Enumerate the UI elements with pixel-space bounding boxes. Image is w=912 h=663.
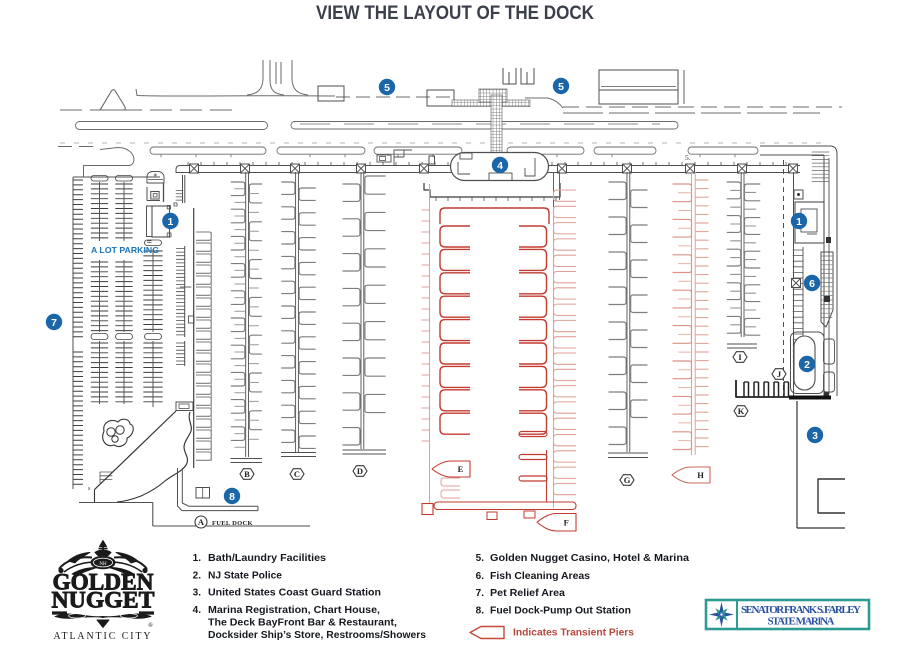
svg-text:SENATOR FRANK S. FARLEY: SENATOR FRANK S. FARLEY	[741, 604, 861, 616]
svg-text:C: C	[294, 469, 300, 479]
svg-text:5: 5	[558, 81, 564, 93]
svg-text:3: 3	[812, 430, 818, 442]
svg-text:8: 8	[229, 491, 235, 503]
svg-text:Bath/Laundry Facilities: Bath/Laundry Facilities	[208, 553, 326, 564]
svg-text:Pet Relief Area: Pet Relief Area	[490, 588, 565, 599]
svg-text:1: 1	[167, 216, 173, 228]
svg-text:Fuel Dock-Pump Out Station: Fuel Dock-Pump Out Station	[490, 606, 631, 617]
svg-text:NUGGET: NUGGET	[52, 588, 155, 613]
svg-text:NJ State Police: NJ State Police	[208, 571, 282, 582]
svg-text:7: 7	[51, 317, 57, 329]
svg-text:NH: NH	[99, 562, 107, 567]
svg-text:I: I	[738, 352, 742, 362]
svg-text:8.: 8.	[476, 606, 485, 617]
svg-text:B: B	[244, 469, 250, 479]
svg-text:Fish Cleaning Areas: Fish Cleaning Areas	[490, 571, 590, 582]
svg-text:United States Coast Guard Stat: United States Coast Guard Station	[208, 588, 381, 599]
svg-text:The Deck BayFront Bar & Restau: The Deck BayFront Bar & Restaurant,	[208, 617, 397, 628]
svg-text:VIEW THE LAYOUT OF THE DOCK: VIEW THE LAYOUT OF THE DOCK	[316, 3, 594, 24]
svg-text:1.: 1.	[193, 553, 202, 564]
svg-text:5.: 5.	[685, 153, 691, 162]
svg-text:4: 4	[497, 160, 503, 172]
svg-text:®: ®	[148, 622, 153, 629]
svg-text:F: F	[564, 517, 569, 527]
svg-text:Marina Registration, Chart Hou: Marina Registration, Chart House,	[208, 605, 380, 616]
svg-text:5: 5	[384, 82, 390, 94]
svg-text:H: H	[697, 470, 704, 480]
svg-text:5.: 5.	[476, 553, 485, 564]
svg-text:2: 2	[804, 359, 810, 371]
svg-text:K: K	[738, 406, 745, 416]
svg-text:6: 6	[809, 278, 815, 290]
svg-text:Docksider Ship’s Store, Restro: Docksider Ship’s Store, Restrooms/Shower…	[208, 630, 426, 641]
svg-text:2.: 2.	[193, 571, 202, 582]
svg-text:Golden Nugget Casino, Hotel &: Golden Nugget Casino, Hotel & Marina	[490, 553, 689, 564]
svg-text:STATE MARINA: STATE MARINA	[768, 616, 835, 628]
svg-text:G: G	[624, 475, 631, 485]
svg-text:s: s	[88, 486, 91, 492]
svg-text:E: E	[458, 464, 464, 474]
svg-text:ATLANTIC CITY: ATLANTIC CITY	[54, 630, 153, 642]
svg-text:1: 1	[796, 216, 802, 228]
svg-text:A LOT PARKING: A LOT PARKING	[91, 245, 159, 255]
svg-text:3.: 3.	[193, 588, 202, 599]
svg-text:Indicates Transient Piers: Indicates Transient Piers	[513, 628, 634, 639]
svg-text:7.: 7.	[476, 588, 485, 599]
svg-text:6.: 6.	[476, 571, 485, 582]
svg-text:D: D	[357, 466, 363, 476]
svg-text:FUEL DOCK: FUEL DOCK	[212, 520, 253, 527]
svg-text:4.: 4.	[193, 605, 202, 616]
svg-text:A: A	[198, 517, 205, 527]
svg-text:J: J	[777, 369, 782, 379]
svg-text:GOLDEN: GOLDEN	[53, 570, 154, 595]
